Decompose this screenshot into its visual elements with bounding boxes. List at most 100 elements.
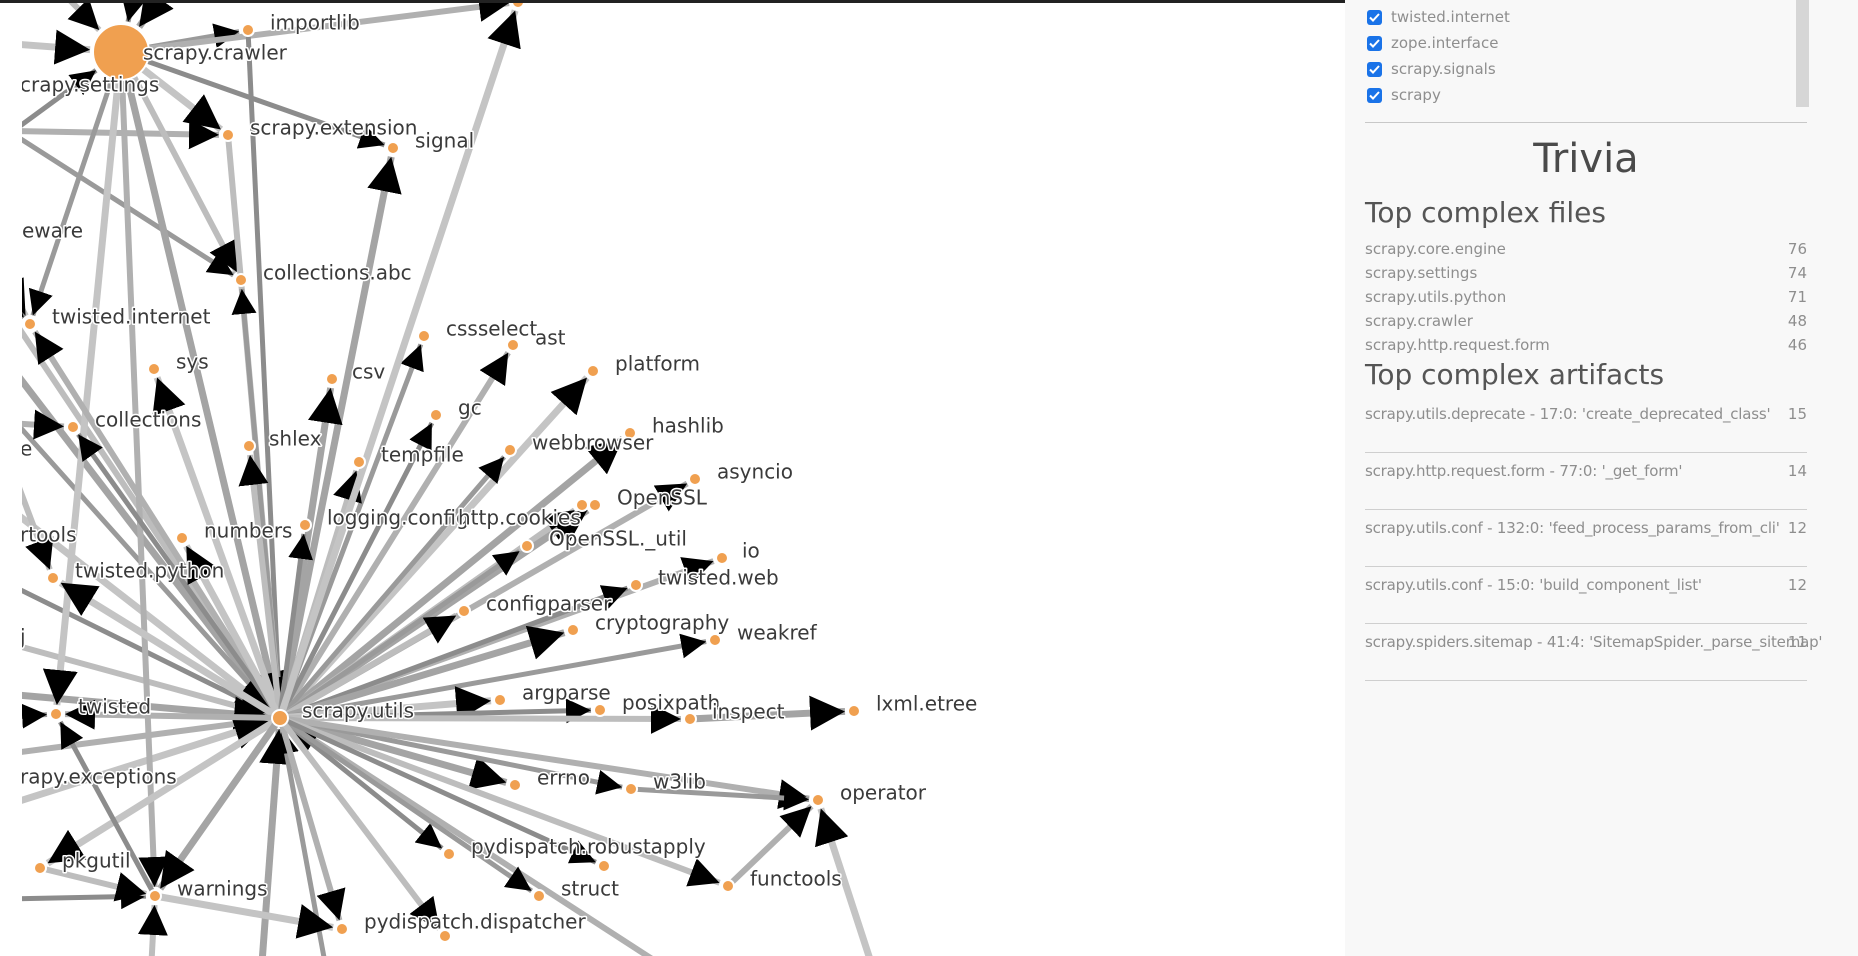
dependency-edge xyxy=(277,435,626,721)
filter-scrollbar[interactable] xyxy=(1796,0,1809,107)
graph-node-io[interactable] xyxy=(715,551,729,565)
graph-node-label: webbrowser xyxy=(532,431,654,455)
graph-node-label: cssselect xyxy=(446,317,537,341)
filter-item-scrapy[interactable]: scrapy xyxy=(1367,82,1787,108)
graph-node-errno[interactable] xyxy=(508,778,522,792)
checkbox-icon[interactable] xyxy=(1367,87,1382,103)
graph-node-weakref[interactable] xyxy=(708,633,722,647)
graph-node-openssl[interactable] xyxy=(588,498,602,512)
graph-node-twisted[interactable] xyxy=(49,707,63,721)
graph-node-label: shlex xyxy=(269,427,322,451)
graph-node-lxml-etree[interactable] xyxy=(847,704,861,718)
graph-node-cssselect[interactable] xyxy=(417,329,431,343)
graph-node-label: pydispatch.dispatcher xyxy=(364,910,586,934)
graph-node-numbers[interactable] xyxy=(175,531,189,545)
graph-node-functools[interactable] xyxy=(721,879,735,893)
graph-node-openssl-util[interactable] xyxy=(520,539,534,553)
graph-node-webbrowser[interactable] xyxy=(503,443,517,457)
trivia-title: Trivia xyxy=(1533,136,1639,182)
file-complexity: 76 xyxy=(1787,240,1807,258)
graph-node-label: importlib xyxy=(270,11,360,35)
graph-node-hashlib[interactable] xyxy=(623,426,637,440)
graph-node-shlex[interactable] xyxy=(242,439,256,453)
graph-node-tempfile[interactable] xyxy=(352,455,366,469)
artifact-row: scrapy.utils.conf - 132:0: 'feed_process… xyxy=(1365,509,1807,567)
graph-node-scrapy-crawler[interactable] xyxy=(92,23,150,81)
graph-node-collections-abc[interactable] xyxy=(234,273,248,287)
dependency-edge xyxy=(815,807,873,956)
graph-node-scrapy-extension[interactable] xyxy=(221,128,235,142)
graph-nodes[interactable] xyxy=(23,0,861,943)
checkbox-icon[interactable] xyxy=(1367,61,1382,77)
graph-node-gc[interactable] xyxy=(429,408,443,422)
graph-node-sys[interactable] xyxy=(147,362,161,376)
graph-node-pkgutil[interactable] xyxy=(33,861,47,875)
graph-node-struct[interactable] xyxy=(532,889,546,903)
dependency-edge xyxy=(278,549,522,721)
top-complex-files-title: Top complex files xyxy=(1365,196,1606,229)
artifact-row: scrapy.utils.conf - 15:0: 'build_compone… xyxy=(1365,566,1807,624)
dependency-edge xyxy=(278,612,458,721)
checkbox-icon[interactable] xyxy=(1367,9,1382,25)
graph-node-logging-config[interactable] xyxy=(298,518,312,532)
graph-node-twisted-web[interactable] xyxy=(629,578,643,592)
graph-node-warnings[interactable] xyxy=(148,889,162,903)
side-panel: twisted.internet zope.interface scrapy.s… xyxy=(1345,0,1858,956)
graph-node-label: functools xyxy=(750,867,842,891)
filter-item-twisted-internet[interactable]: twisted.internet xyxy=(1367,4,1787,30)
graph-node-platform[interactable] xyxy=(586,364,600,378)
graph-node-twisted-internet[interactable] xyxy=(23,317,37,331)
graph-node-inspect[interactable] xyxy=(683,712,697,726)
dependency-edge xyxy=(278,455,507,720)
graph-node-label: scrapy.utils xyxy=(302,699,414,723)
dependency-edge xyxy=(279,703,682,734)
graph-node-asyncio[interactable] xyxy=(688,472,702,486)
graph-node-label: gc xyxy=(458,396,482,420)
dependency-edge xyxy=(183,544,284,720)
graph-node-w3lib[interactable] xyxy=(624,782,638,796)
graph-node-operator[interactable] xyxy=(811,793,825,807)
graph-node-argparse[interactable] xyxy=(493,693,507,707)
graph-node-pydispatch-dispatcher[interactable] xyxy=(335,922,349,936)
graph-node-twisted-python[interactable] xyxy=(46,571,60,585)
graph-node-posixpath[interactable] xyxy=(593,703,607,717)
graph-node-ast[interactable] xyxy=(506,338,520,352)
dependency-edge xyxy=(157,715,283,891)
graph-node-copy[interactable] xyxy=(597,859,611,873)
dependency-edge xyxy=(725,804,814,889)
graph-node-label: w3lib xyxy=(653,770,706,794)
graph-node-collections[interactable] xyxy=(66,420,80,434)
divider xyxy=(1365,122,1807,123)
graph-node-configparser[interactable] xyxy=(457,604,471,618)
dependency-edge xyxy=(39,865,147,902)
file-name: scrapy.crawler xyxy=(1365,312,1473,330)
graph-node-scrapy-utils[interactable] xyxy=(271,709,289,727)
filter-label: scrapy xyxy=(1391,86,1441,104)
dependency-edge xyxy=(117,51,287,709)
graph-node-csv[interactable] xyxy=(325,372,339,386)
graph-node-pydispatch-robustapply[interactable] xyxy=(442,847,456,861)
graph-node-gzip[interactable] xyxy=(438,929,452,943)
filter-item-scrapy-signals[interactable]: scrapy.signals xyxy=(1367,56,1787,82)
dependency-edge xyxy=(245,29,291,708)
graph-node-label: struct xyxy=(561,877,619,901)
graph-node-label: OpenSSL._util xyxy=(549,527,687,551)
dependency-edge xyxy=(276,156,402,719)
dependency-graph[interactable]: scrapy.crawler importlib crapy.settings scr… xyxy=(0,0,1345,956)
graph-node-signal[interactable] xyxy=(386,141,400,155)
filter-item-zope-interface[interactable]: zope.interface xyxy=(1367,30,1787,56)
graph-node-label: platform xyxy=(615,352,700,376)
graph-node-label: crapy.settings xyxy=(20,73,159,97)
graph-node-label: twisted.internet xyxy=(52,305,211,329)
graph-node-label: logging.config xyxy=(327,506,469,530)
checkbox-icon[interactable] xyxy=(1367,35,1382,51)
graph-node-cryptography[interactable] xyxy=(566,623,580,637)
graph-node-label: argparse xyxy=(522,681,611,705)
dependency-edge xyxy=(118,50,240,274)
graph-node-label: scrapy.crawler xyxy=(143,41,288,65)
dependency-edge xyxy=(278,625,566,722)
graph-node-importlib[interactable] xyxy=(241,23,255,37)
graph-canvas[interactable]: scrapy.crawler importlib crapy.settings scr… xyxy=(0,0,1345,956)
